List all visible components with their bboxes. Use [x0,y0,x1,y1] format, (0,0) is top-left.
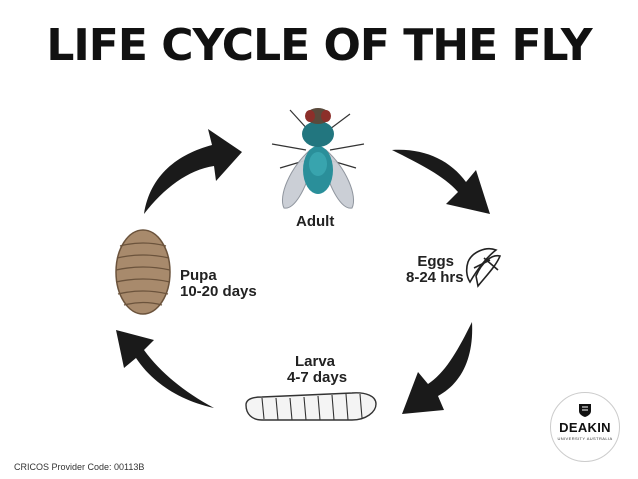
eggs-label: Eggs 8-24 hrs [406,253,464,286]
arrow-eggs-to-larva [402,322,473,414]
pupa-illustration [115,229,171,315]
arrow-adult-to-eggs [392,149,490,214]
crest-icon [579,404,591,417]
eggs-stage-name: Eggs [417,253,454,270]
adult-label: Adult [296,214,334,230]
deakin-logo: DEAKIN UNIVERSITY AUSTRALIA [550,392,620,462]
logo-subtitle: UNIVERSITY AUSTRALIA [557,436,613,441]
larva-illustration [245,392,377,421]
larva-stage-name: Larva [294,353,336,370]
adult-fly-illustration [271,108,365,209]
logo-wordmark: DEAKIN [559,420,611,435]
cricos-provider-code: CRICOS Provider Code: 00113B [14,462,145,472]
page-title: LIFE CYCLE OF THE FLY [46,20,592,71]
pupa-duration: 10-20 days [180,283,257,300]
arrow-larva-to-pupa [116,330,214,408]
larva-duration: 4-7 days [287,369,348,386]
larva-label: Larva 4-7 days [287,353,348,386]
adult-stage-name: Adult [296,213,335,230]
arrow-pupa-to-adult [144,129,242,214]
pupa-label: Pupa 10-20 days [180,268,257,300]
eggs-illustration [465,247,502,288]
eggs-duration: 8-24 hrs [406,269,464,286]
pupa-stage-name: Pupa [180,267,217,284]
